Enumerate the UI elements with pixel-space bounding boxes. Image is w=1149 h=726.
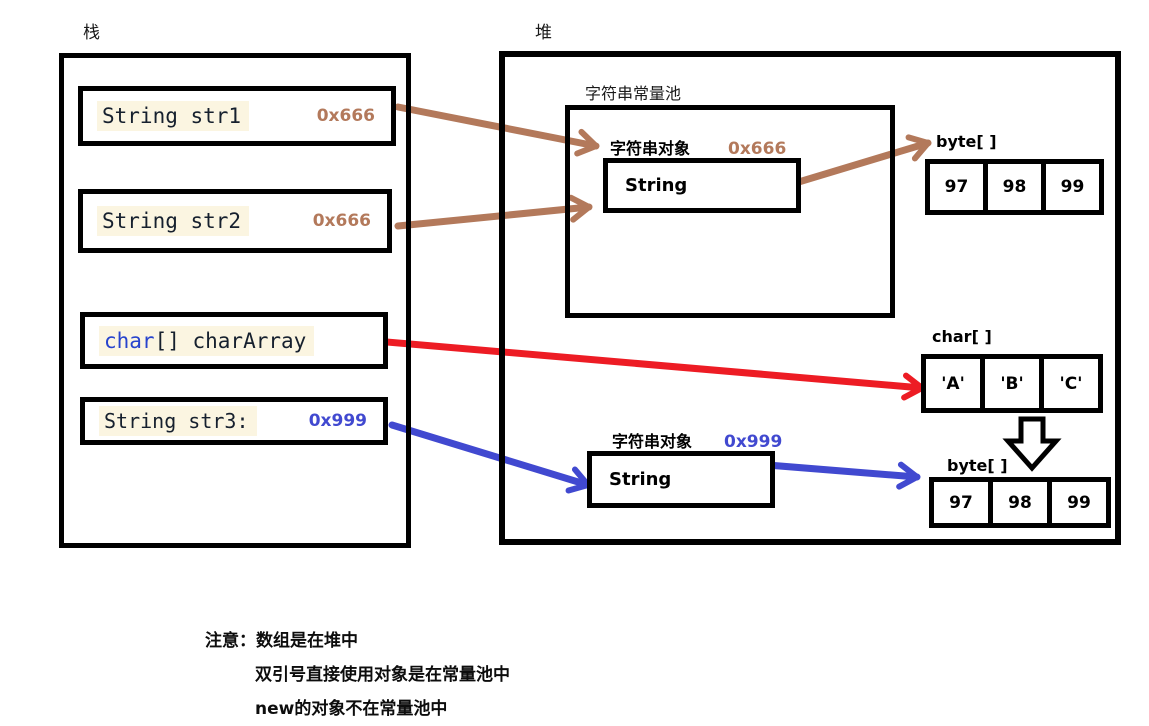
byte-array-1: 97 98 99 [925, 159, 1104, 215]
byte-array-2-cell: 97 [929, 477, 993, 528]
byte-array-1-label: byte[ ] [936, 132, 997, 151]
byte-array-1-cell: 97 [925, 159, 988, 215]
str3-code: String str3: [99, 406, 257, 436]
chararray-text: [] charArray [154, 328, 307, 353]
char-array-label: char[ ] [932, 327, 992, 346]
string-object-2-label: 字符串对象 [612, 432, 693, 451]
string-constant-pool-label: 字符串常量池 [585, 84, 682, 103]
note-line: 注意：数组是在堆中 [205, 631, 358, 651]
pool-string-object-label: 字符串对象 [610, 139, 691, 158]
byte-array-2-cell: 99 [1047, 477, 1111, 528]
str1-code: String str1 [97, 101, 250, 131]
byte-array-2-cell: 98 [988, 477, 1052, 528]
str2-text: String str2 [102, 209, 242, 233]
str3-text: String str3: [104, 409, 249, 433]
pool-string-object-header: 字符串对象 0x666 [610, 135, 786, 159]
heap-box [499, 51, 1121, 545]
stack-var-chararray: char[] charArray [80, 312, 388, 369]
pool-string-object-box: String [603, 158, 801, 213]
chararray-code: char[] charArray [99, 325, 315, 356]
byte-array-2-label: byte[ ] [947, 456, 1008, 475]
heap-region-label: 堆 [535, 23, 553, 43]
stack-var-str1: String str1 0x666 [78, 86, 396, 146]
char-array: 'A' 'B' 'C' [921, 354, 1103, 413]
string-object-2-box: String [587, 451, 775, 508]
char-array-cell: 'B' [980, 354, 1044, 413]
str1-text: String str1 [102, 104, 242, 128]
str1-address: 0x666 [316, 106, 375, 126]
byte-array-1-cell: 99 [1041, 159, 1104, 215]
byte-array-1-cell: 98 [983, 159, 1046, 215]
byte-array-2: 97 98 99 [929, 477, 1111, 528]
stack-var-str3: String str3: 0x999 [80, 397, 388, 445]
str2-code: String str2 [97, 206, 250, 236]
string-object-2-address: 0x999 [724, 432, 783, 452]
notes-block: 注意：数组是在堆中 双引号直接使用对象是在常量池中 new的对象不在常量池中 [205, 624, 510, 726]
note-line: 双引号直接使用对象是在常量池中 [255, 665, 510, 685]
stack-region-label: 栈 [83, 23, 101, 43]
char-array-cell: 'A' [921, 354, 985, 413]
string-object-2-type: String [609, 469, 672, 490]
stack-box [59, 53, 411, 548]
char-array-cell: 'C' [1039, 354, 1103, 413]
note-line: new的对象不在常量池中 [255, 699, 448, 719]
str3-address: 0x999 [308, 411, 367, 431]
str2-address: 0x666 [312, 211, 371, 231]
pool-string-object-address: 0x666 [728, 139, 787, 159]
stack-var-str2: String str2 0x666 [78, 189, 392, 253]
pool-string-type: String [625, 175, 688, 196]
string-constant-pool-box [565, 105, 895, 318]
chararray-keyword: char [104, 328, 155, 353]
string-object-2-header: 字符串对象 0x999 [612, 428, 782, 452]
